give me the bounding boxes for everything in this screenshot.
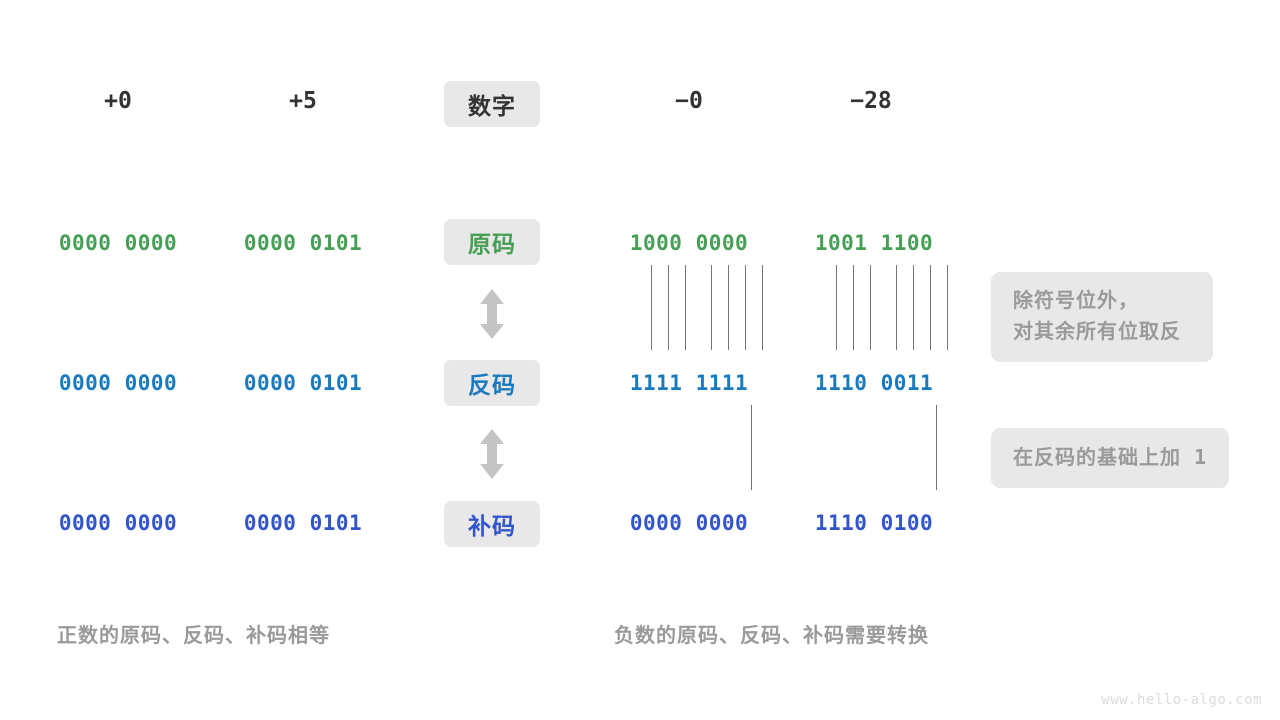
row-twos-complement-value-plus-five: 0000 0101 [243, 511, 363, 535]
row-ones-complement-value-plus-five: 0000 0101 [243, 371, 363, 395]
caption-negative: 负数的原码、反码、补码需要转换 [614, 625, 929, 647]
connector-tick [728, 265, 729, 350]
header-badge-number: 数字 [444, 81, 540, 127]
row-sign-magnitude-value-plus-zero: 0000 0000 [58, 231, 178, 255]
watermark: www.hello-algo.com [1101, 692, 1262, 708]
double-arrow-icon-ones-to-twos [475, 428, 509, 480]
connector-tick [685, 265, 686, 350]
note-invert-bits: 除符号位外， 对其余所有位取反 [991, 272, 1213, 362]
connector-tick [668, 265, 669, 350]
row-twos-complement-value-minus-zero: 0000 0000 [629, 511, 749, 535]
caption-positive: 正数的原码、反码、补码相等 [57, 625, 330, 647]
header-column-plus-zero: +0 [104, 88, 132, 114]
connector-tick [930, 265, 931, 350]
row-sign-magnitude-value-plus-five: 0000 0101 [243, 231, 363, 255]
connector-tick [853, 265, 854, 350]
row-ones-complement-value-minus-zero: 1111 1111 [629, 371, 749, 395]
row-ones-complement-value-plus-zero: 0000 0000 [58, 371, 178, 395]
note-add-one-text: 在反码的基础上加 [1013, 447, 1195, 469]
connector-tick [913, 265, 914, 350]
connector-tick [651, 265, 652, 350]
connector-tick [870, 265, 871, 350]
row-ones-complement-value-minus-twentyeight: 1110 0011 [814, 371, 934, 395]
connector-tick [745, 265, 746, 350]
row-sign-magnitude-value-minus-zero: 1000 0000 [629, 231, 749, 255]
connector-tick-carry [751, 405, 752, 490]
row-badge-ones-complement: 反码 [444, 360, 540, 406]
row-badge-sign-magnitude: 原码 [444, 219, 540, 265]
connector-tick [836, 265, 837, 350]
row-twos-complement-value-plus-zero: 0000 0000 [58, 511, 178, 535]
connector-tick [762, 265, 763, 350]
row-badge-twos-complement: 补码 [444, 501, 540, 547]
header-column-plus-five: +5 [289, 88, 317, 114]
row-twos-complement-value-minus-twentyeight: 1110 0100 [814, 511, 934, 535]
double-arrow-icon-sign-to-ones [475, 288, 509, 340]
header-column-minus-twentyeight: −28 [850, 88, 892, 114]
row-sign-magnitude-value-minus-twentyeight: 1001 1100 [814, 231, 934, 255]
header-column-minus-zero: −0 [675, 88, 703, 114]
connector-tick-carry [936, 405, 937, 490]
note-add-one-value: 1 [1194, 445, 1208, 469]
note-add-one: 在反码的基础上加 1 [991, 428, 1230, 488]
connector-tick [947, 265, 948, 350]
connector-tick [896, 265, 897, 350]
connector-tick [711, 265, 712, 350]
